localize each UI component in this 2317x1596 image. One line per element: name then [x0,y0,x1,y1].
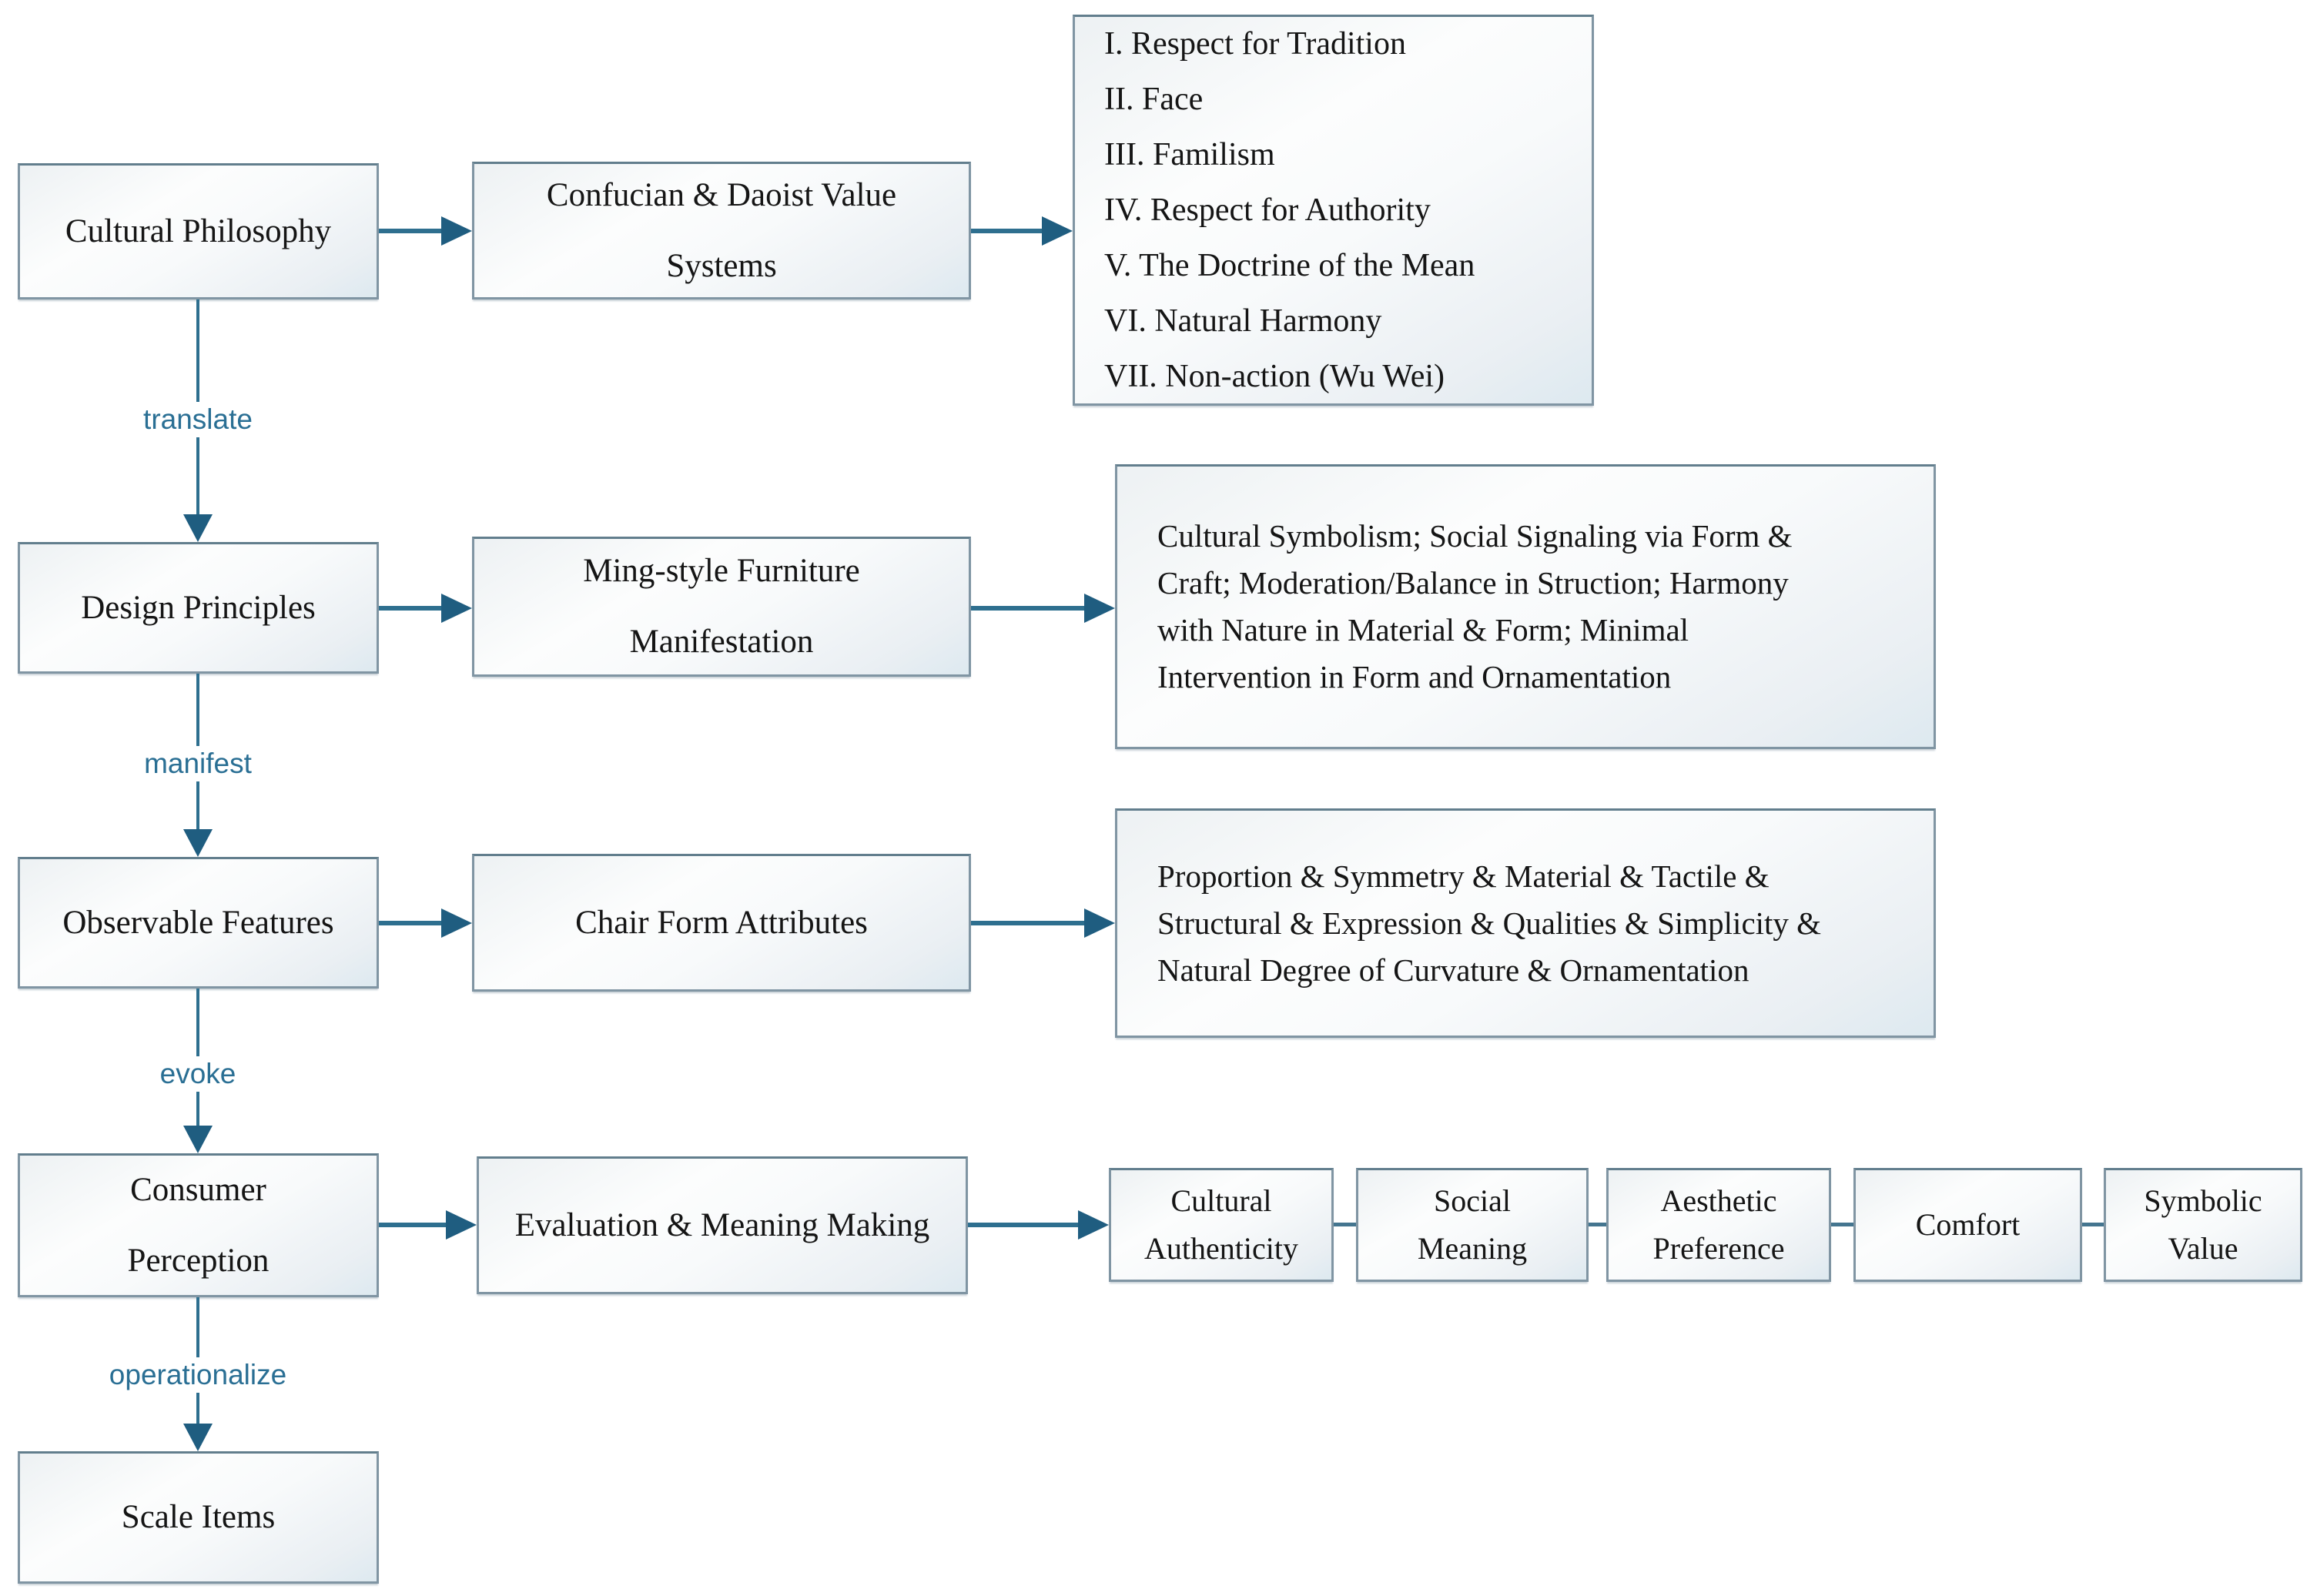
arrow-philosophy-to-confucian [379,229,441,233]
arrowhead-down-icon [183,514,213,542]
arrowhead-right-icon [1084,594,1115,623]
node-design-principles: Design Principles [18,542,379,674]
flow-label-evoke: evoke [149,1056,247,1092]
arrow-perception-to-evaluation [379,1223,446,1227]
connector-line [2082,1223,2104,1226]
arrowhead-right-icon [441,908,472,938]
node-confucian-daoist-values: Confucian & Daoist Value Systems [472,162,971,299]
value-item: VI. Natural Harmony [1104,303,1382,339]
node-label: Design Principles [81,589,316,626]
node-social-meaning: Social Meaning [1356,1168,1589,1282]
node-label: Comfort [1915,1207,2021,1242]
arrowhead-down-icon [183,1424,213,1451]
node-label: Chair Form Attributes [575,904,868,941]
node-scale-items: Scale Items [18,1451,379,1584]
arrow-features-to-chair [379,921,441,925]
arrow-ming-to-detail [971,606,1084,611]
node-label: Ming-style Furniture Manifestation [583,553,860,660]
arrow-principles-to-ming [379,606,441,611]
node-ming-style-furniture: Ming-style Furniture Manifestation [472,537,971,677]
arrowhead-down-icon [183,1126,213,1153]
value-item: II. Face [1104,82,1204,117]
node-label: Observable Features [62,904,334,941]
flow-label-manifest: manifest [133,746,263,781]
box-core-values-list: I. Respect for Tradition II. Face III. F… [1073,15,1594,406]
value-item: I. Respect for Tradition [1104,26,1406,62]
arrow-chair-to-detail [971,921,1084,925]
box-design-principles-detail: Cultural Symbolism; Social Signaling via… [1115,464,1936,749]
box-chair-attributes-detail: Proportion & Symmetry & Material & Tacti… [1115,808,1936,1038]
connector-line [1334,1223,1356,1226]
node-comfort: Comfort [1853,1168,2082,1282]
node-label: Consumer Perception [127,1171,270,1279]
node-chair-form-attributes: Chair Form Attributes [472,854,971,992]
node-cultural-philosophy: Cultural Philosophy [18,163,379,299]
arrow-confucian-to-values [971,229,1042,233]
node-label: Symbolic Value [2144,1183,2262,1266]
flow-label-translate: translate [132,402,263,437]
detail-text: Proportion & Symmetry & Material & Tacti… [1157,858,1822,988]
node-observable-features: Observable Features [18,857,379,989]
node-label: Cultural Authenticity [1144,1183,1298,1266]
connector-line [1831,1223,1853,1226]
node-label: Cultural Philosophy [65,212,332,249]
flow-label-operationalize: operationalize [98,1357,298,1393]
node-label: Scale Items [121,1499,276,1535]
value-item: V. The Doctrine of the Mean [1104,248,1475,283]
node-symbolic-value: Symbolic Value [2104,1168,2302,1282]
node-consumer-perception: Consumer Perception [18,1153,379,1297]
value-item: IV. Respect for Authority [1104,192,1431,228]
arrowhead-right-icon [1084,908,1115,938]
arrowhead-right-icon [441,594,472,623]
arrow-evaluation-to-outcomes [968,1223,1078,1227]
arrowhead-down-icon [183,829,213,857]
node-label: Confucian & Daoist Value Systems [546,176,897,284]
node-label: Social Meaning [1417,1183,1528,1266]
arrowhead-right-icon [1042,216,1073,246]
value-item: III. Familism [1104,137,1275,172]
arrowhead-right-icon [1078,1210,1109,1240]
node-evaluation-meaning-making: Evaluation & Meaning Making [477,1156,968,1294]
arrowhead-right-icon [446,1210,477,1240]
connector-line [1589,1223,1606,1226]
value-item: VII. Non-action (Wu Wei) [1104,359,1445,394]
node-cultural-authenticity: Cultural Authenticity [1109,1168,1334,1282]
node-label: Evaluation & Meaning Making [514,1206,930,1243]
node-label: Aesthetic Preference [1652,1183,1785,1266]
arrowhead-right-icon [441,216,472,246]
detail-text: Cultural Symbolism; Social Signaling via… [1157,518,1793,694]
node-aesthetic-preference: Aesthetic Preference [1606,1168,1831,1282]
